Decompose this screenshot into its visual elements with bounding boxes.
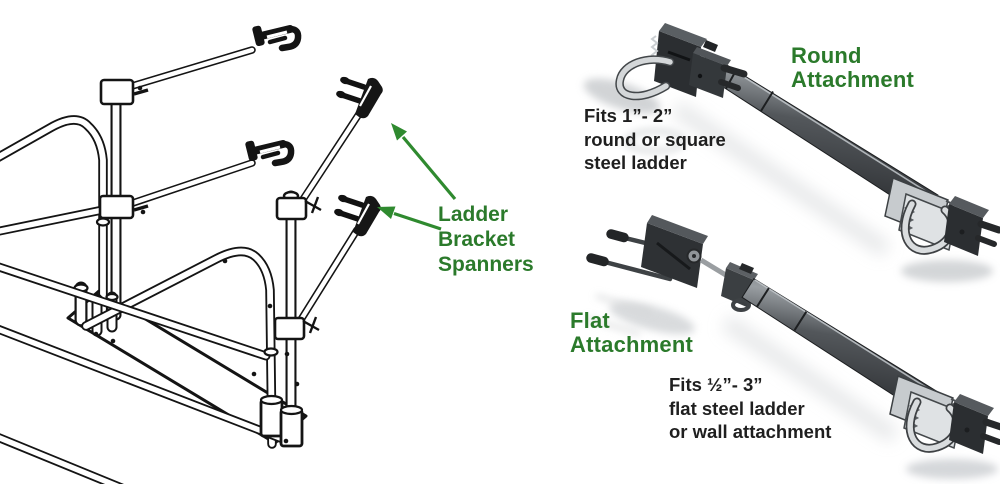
title-line: Flat: [570, 308, 610, 333]
label-line: Bracket: [438, 228, 516, 251]
post-clamp: [273, 316, 306, 341]
desc-line: Fits ½”- 3”: [669, 374, 763, 395]
desc-line: or wall attachment: [669, 421, 832, 442]
flat-attachment-description: Fits ½”- 3” flat steel ladder or wall at…: [669, 373, 831, 444]
title-line: Round: [791, 43, 862, 68]
label-line: Ladder: [438, 203, 509, 226]
post-clamp: [275, 196, 308, 221]
desc-line: Fits 1”- 2”: [584, 105, 673, 126]
flat-jaw-bracket: [586, 215, 758, 312]
desc-line: flat steel ladder: [669, 397, 805, 419]
green-arrow-icon: [391, 123, 457, 201]
green-arrow-icon: [377, 206, 442, 231]
u-bolt-serrated-clamp-icon: [885, 178, 999, 256]
title-line: Attachment: [570, 332, 694, 357]
c-clamp-icon: [245, 140, 291, 163]
u-bolt-serrated-clamp-icon: [890, 376, 1000, 454]
flat-attachment-title: Flat Attachment: [570, 309, 693, 357]
bracket-with-bolts-icon: [333, 194, 381, 237]
ladder-bracket-spanners-label: Ladder Bracket Spanners: [438, 202, 534, 277]
mounting-bolt: [598, 258, 673, 282]
desc-line: steel ladder: [584, 152, 687, 173]
post-clamp: [99, 78, 135, 106]
post-clamp: [98, 194, 135, 220]
guardrail-line-drawing: [0, 25, 383, 484]
c-clamp-icon: [252, 25, 298, 48]
round-attachment-figure: [583, 23, 999, 282]
round-attachment-description: Fits 1”- 2” round or square steel ladder: [584, 104, 726, 175]
flat-attachment-figure: [585, 215, 1000, 479]
round-attachment-title: Round Attachment: [791, 44, 914, 92]
bolt-dots: [93, 258, 300, 444]
title-line: Attachment: [791, 67, 915, 92]
round-u-bolt-clamp-icon: [615, 23, 748, 101]
label-line: Spanners: [438, 253, 534, 276]
bracket-with-bolts-icon: [335, 76, 383, 119]
desc-line: round or square: [584, 128, 726, 150]
spanner-callout-arrows: [377, 123, 457, 231]
